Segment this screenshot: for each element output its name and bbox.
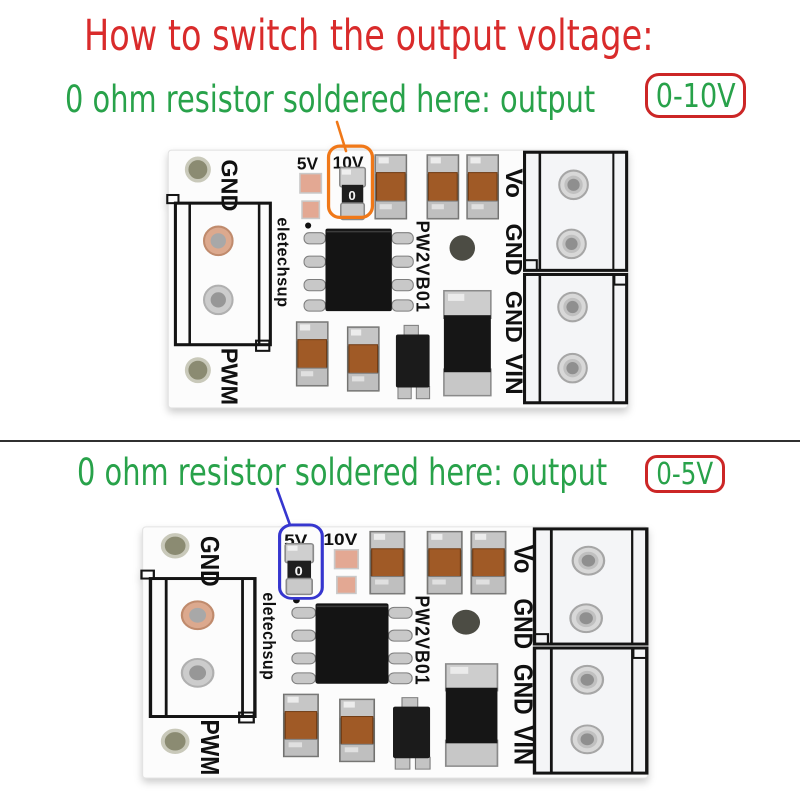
voltage-badge-0-5v: 0-5V <box>645 455 725 493</box>
ic-pin <box>387 652 413 665</box>
pad-area-10v: 0 <box>339 166 367 221</box>
label-vo: Vo <box>508 545 538 574</box>
ic-pin <box>387 672 413 685</box>
voltage-badge-0-10v: 0-10V <box>645 73 746 118</box>
mount-hole <box>184 156 211 183</box>
label-vin: VIN <box>508 725 538 765</box>
ic-pin <box>291 606 317 619</box>
diode <box>443 289 492 397</box>
connector-hole <box>202 225 234 257</box>
instruction-text-5v: 0 ohm resistor soldered here: output <box>77 451 757 494</box>
ic-pin <box>303 279 326 292</box>
divider-line <box>0 440 800 442</box>
capacitor <box>466 154 500 220</box>
connector-hole <box>180 657 215 688</box>
ic-pin <box>291 652 317 665</box>
terminal-hole <box>569 603 603 634</box>
connector-hole <box>202 284 234 316</box>
zero-ohm-resistor: 0 <box>284 543 315 596</box>
label-gnd-right-bottom: GND <box>508 664 537 715</box>
silkscreen-dot <box>305 222 312 229</box>
voltage-badge-0-5v-text: 0-5V <box>656 456 714 492</box>
capacitor <box>282 693 319 758</box>
diode <box>444 663 499 767</box>
zero-ohm-resistor: 0 <box>339 166 367 221</box>
label-model: PW2VB01 <box>410 595 432 685</box>
label-gnd-right-top: GND <box>501 224 527 276</box>
via <box>449 235 476 261</box>
resistor-marking: 0 <box>295 564 303 578</box>
label-vin: VIN <box>500 354 527 395</box>
ic-pin <box>303 232 326 245</box>
terminal-hole <box>556 228 587 260</box>
capacitor <box>470 530 507 595</box>
terminal-hole <box>557 291 588 323</box>
label-5v: 5V <box>297 154 319 174</box>
pwm-connector-outline <box>140 569 257 724</box>
ic-pin <box>303 255 326 268</box>
ic-pin <box>291 629 317 642</box>
capacitor <box>339 698 376 763</box>
ic-pin <box>391 299 414 312</box>
instruction-text-10v: 0 ohm resistor soldered here: output <box>65 78 745 121</box>
ic-pin <box>391 232 414 245</box>
transistor-sot23 <box>393 697 431 770</box>
capacitor <box>374 154 408 220</box>
label-model: PW2VB01 <box>412 220 433 313</box>
bare-solder-pads <box>333 549 360 595</box>
label-pwm: PWM <box>195 719 224 775</box>
connector-hole <box>180 600 215 631</box>
capacitor <box>426 530 463 595</box>
capacitor <box>295 321 329 387</box>
label-vo: Vo <box>500 169 527 198</box>
label-gnd-right-top: GND <box>508 598 537 649</box>
pad-area-10v <box>333 549 360 595</box>
label-10v: 10V <box>323 530 357 549</box>
transistor-sot23 <box>395 324 431 400</box>
instruction-text-10v-span: 0 ohm resistor soldered here: output <box>65 78 596 121</box>
terminal-hole <box>558 169 589 201</box>
pwm-connector-outline <box>166 193 272 352</box>
voltage-badge-0-10v-text: 0-10V <box>655 76 736 115</box>
ic-pin <box>391 279 414 292</box>
ic-pin <box>303 299 326 312</box>
ic-soic8 <box>291 603 413 685</box>
pad-area-5v: 0 <box>284 543 315 596</box>
mount-hole <box>184 357 211 384</box>
terminal-hole <box>571 545 606 576</box>
capacitor <box>346 326 380 392</box>
terminal-hole <box>570 664 605 695</box>
via <box>451 609 481 635</box>
terminal-hole <box>570 724 605 755</box>
ic-pin <box>391 255 414 268</box>
label-gnd-right-bottom: GND <box>501 291 527 343</box>
capacitor <box>426 154 460 220</box>
resistor-marking: 0 <box>348 188 355 203</box>
pad-area-5v <box>299 172 323 220</box>
bare-solder-pads <box>299 172 323 220</box>
ic-pin <box>387 629 413 642</box>
highlight-box <box>278 523 324 600</box>
ic-pin <box>291 672 317 685</box>
capacitor <box>369 530 406 595</box>
page-title: How to switch the output voltage: <box>84 11 800 61</box>
ic-soic8 <box>303 228 414 312</box>
mount-hole <box>160 728 190 754</box>
terminal-hole <box>557 352 588 384</box>
label-brand: eletechsup <box>273 217 291 307</box>
highlight-box <box>326 144 375 220</box>
mount-hole <box>160 533 190 559</box>
label-brand: eletechsup <box>259 592 279 680</box>
label-pwm: PWM <box>216 348 242 405</box>
page-title-text: How to switch the output voltage: <box>84 11 654 61</box>
instruction-text-5v-span: 0 ohm resistor soldered here: output <box>77 451 608 494</box>
ic-pin <box>387 606 413 619</box>
